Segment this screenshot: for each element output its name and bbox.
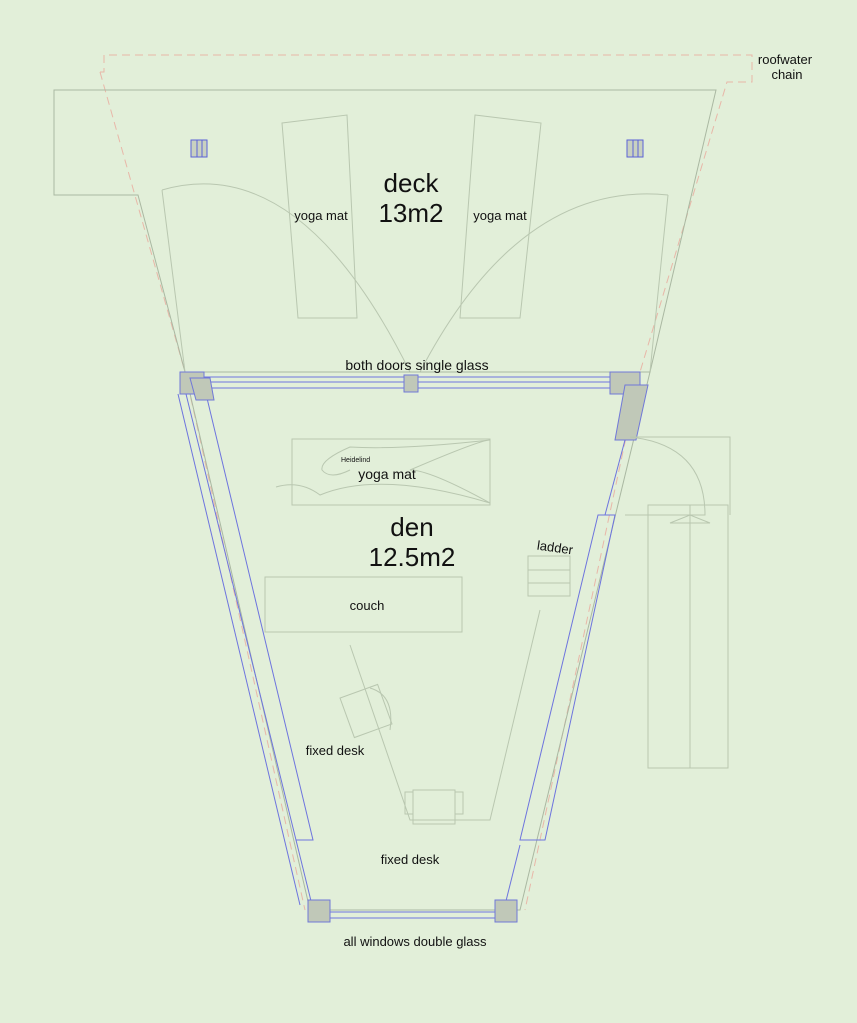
post-right: [626, 139, 644, 158]
den-yoga-mat-shape: [291, 438, 491, 506]
post-left: [190, 139, 208, 158]
desk-lower-outline: [349, 609, 541, 821]
bottom-post-right: [494, 899, 518, 923]
right-lower-glass: [504, 844, 521, 906]
den-name: den: [390, 512, 433, 542]
roof-outline-left: [99, 71, 306, 911]
bottom-post-left: [307, 899, 331, 923]
chair-lower: [404, 789, 464, 825]
couch-label: couch: [350, 598, 385, 613]
exterior-deck: [647, 504, 729, 769]
den-area: 12.5m2: [369, 542, 456, 572]
right-window-frame-top: [614, 384, 649, 441]
right-upper-glass: [604, 439, 626, 516]
stair-door-swing: [625, 436, 731, 516]
doors-note: both doors single glass: [345, 357, 488, 373]
ladder-shape: [527, 555, 571, 597]
couch-shape: [264, 576, 463, 633]
deck-yoga-mat-left: yoga mat: [294, 208, 348, 223]
left-window-frame: [189, 377, 215, 401]
right-window-wall: [519, 514, 616, 841]
deck-yoga-mat-right: yoga mat: [473, 208, 527, 223]
roof-outline: [100, 54, 753, 911]
deck-yoga-mat-right-shape: [459, 114, 542, 319]
windows-note: all windows double glass: [343, 934, 487, 949]
ladder-label: ladder: [536, 538, 575, 558]
desk-upper-label: fixed desk: [306, 743, 365, 758]
chair-upper: [339, 683, 393, 739]
door-swing-right: [419, 193, 669, 373]
bottom-window: [319, 911, 501, 919]
left-glass-line: [177, 393, 301, 906]
left-window-wall: [185, 393, 314, 841]
den-yoga-mat: yoga mat: [358, 466, 416, 482]
den-outline: [184, 371, 651, 911]
mat-owner: Heidelind: [341, 457, 370, 464]
door-post-center: [403, 374, 419, 393]
desk-lower-label: fixed desk: [381, 852, 440, 867]
roofwater-chain-label: roofwater: [758, 52, 813, 67]
roofwater-chain-label-2: chain: [771, 67, 802, 82]
deck-name: deck: [384, 168, 440, 198]
door-swing-left: [161, 183, 411, 373]
deck-yoga-mat-left-shape: [281, 114, 358, 319]
deck-area: 13m2: [378, 198, 443, 228]
deck-outline: [53, 89, 717, 373]
den-yoga-mat-outline: [275, 439, 491, 504]
left-lower-glass: [295, 839, 313, 906]
